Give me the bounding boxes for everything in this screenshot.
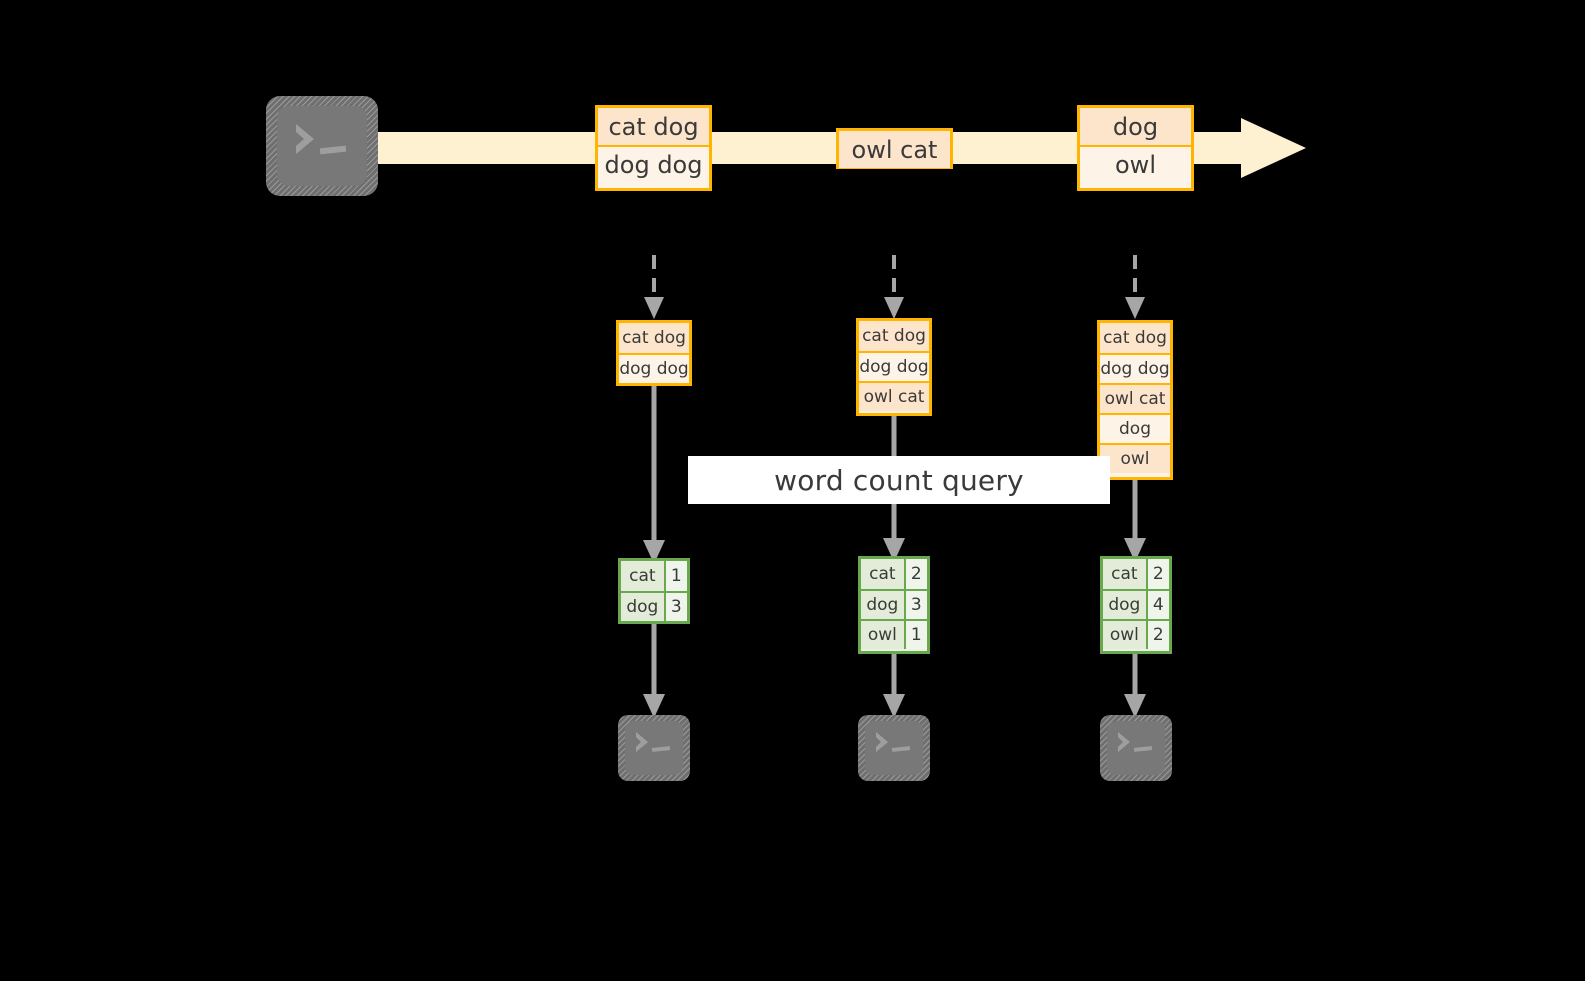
query-label-band: word count query: [688, 456, 1110, 504]
input-line: cat dog: [619, 323, 689, 353]
prompt-glyph-icon: [296, 124, 347, 155]
snapshot-input-3: cat dog dog dog owl cat dog owl: [1097, 320, 1173, 480]
input-line: owl cat: [1100, 383, 1170, 413]
source-terminal-icon: [266, 96, 378, 196]
table-row: owl 2: [1103, 619, 1169, 649]
result-word: owl: [1103, 621, 1146, 649]
sink-arrow-1: [643, 624, 665, 718]
table-row: owl 1: [861, 619, 927, 649]
table-row: dog 4: [1103, 589, 1169, 619]
table-row: cat 1: [621, 561, 687, 591]
prompt-glyph-icon: [1118, 732, 1153, 752]
result-count: 4: [1145, 591, 1169, 619]
stream-event-3: dog owl: [1077, 105, 1194, 191]
result-count: 3: [663, 593, 687, 621]
result-word: cat: [861, 559, 904, 589]
input-line: dog dog: [619, 353, 689, 383]
result-word: dog: [1103, 591, 1146, 619]
result-table-3: cat 2 dog 4 owl 2: [1100, 556, 1172, 654]
prompt-glyph-icon: [876, 732, 911, 752]
query-label: word count query: [774, 463, 1024, 497]
table-row: cat 2: [861, 559, 927, 589]
result-word: dog: [621, 593, 664, 621]
snapshot-tap-arrow-2: [884, 255, 904, 319]
query-arrow-3: [1124, 480, 1146, 562]
snapshot-input-2: cat dog dog dog owl cat: [856, 318, 932, 416]
snapshot-input-1: cat dog dog dog: [616, 320, 692, 386]
table-row: dog 3: [861, 589, 927, 619]
result-word: cat: [621, 561, 664, 591]
result-count: 2: [903, 559, 927, 589]
result-word: dog: [861, 591, 904, 619]
input-line: cat dog: [859, 321, 929, 351]
sink-terminal-icon-3: [1100, 715, 1172, 781]
sink-arrow-3: [1124, 654, 1146, 718]
sink-terminal-icon-2: [858, 715, 930, 781]
sink-arrow-2: [883, 654, 905, 718]
icon-face: [277, 106, 367, 186]
event-line: dog dog: [598, 145, 709, 182]
result-count: 1: [903, 621, 927, 649]
event-line: owl cat: [839, 131, 950, 168]
result-count: 3: [903, 591, 927, 619]
table-row: cat 2: [1103, 559, 1169, 589]
event-line: owl: [1080, 145, 1191, 182]
event-line: dog: [1080, 108, 1191, 145]
input-line: cat dog: [1100, 323, 1170, 353]
prompt-glyph-icon: [636, 732, 671, 752]
event-line: cat dog: [598, 108, 709, 145]
input-line: dog: [1100, 413, 1170, 443]
result-word: cat: [1103, 559, 1146, 589]
result-table-1: cat 1 dog 3: [618, 558, 690, 624]
input-line: owl: [1100, 443, 1170, 473]
snapshot-tap-arrow-1: [644, 255, 664, 319]
result-count: 2: [1145, 559, 1169, 589]
result-table-2: cat 2 dog 3 owl 1: [858, 556, 930, 654]
input-line: dog dog: [1100, 353, 1170, 383]
query-arrow-1: [643, 386, 665, 564]
table-row: dog 3: [621, 591, 687, 621]
result-word: owl: [861, 621, 904, 649]
input-line: owl cat: [859, 381, 929, 411]
result-count: 2: [1145, 621, 1169, 649]
stream-event-2: owl cat: [836, 128, 953, 169]
snapshot-tap-arrow-3: [1125, 255, 1145, 319]
stream-event-1: cat dog dog dog: [595, 105, 712, 191]
sink-terminal-icon-1: [618, 715, 690, 781]
result-count: 1: [663, 561, 687, 591]
input-line: dog dog: [859, 351, 929, 381]
